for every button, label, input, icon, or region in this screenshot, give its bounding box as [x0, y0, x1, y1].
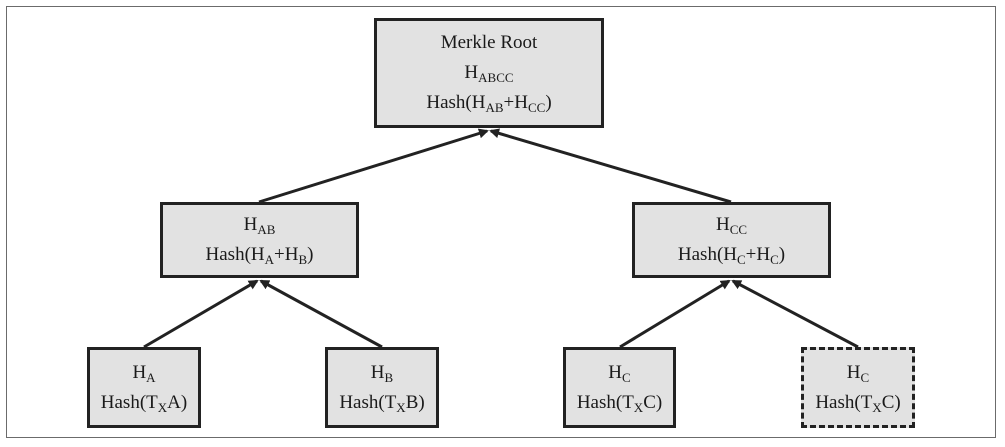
edge-hab-to-root — [258, 128, 489, 204]
edge-ha-to-hab — [143, 279, 259, 349]
hash-cc-node: HCC Hash(HC+HC) — [632, 202, 831, 278]
node-hash: HC — [846, 361, 870, 385]
node-formula: Hash(TXB) — [339, 391, 425, 415]
node-hash: HA — [132, 361, 156, 385]
edge-hb-to-hab — [259, 279, 383, 349]
node-hash: HABCC — [464, 62, 514, 85]
node-hash: HAB — [243, 214, 276, 237]
hash-c-leaf-node: HC Hash(TXC) — [563, 347, 676, 428]
node-hash: HC — [608, 361, 631, 385]
merkle-root-node: Merkle Root HABCC Hash(HAB+HCC) — [374, 18, 604, 128]
node-formula: Hash(HA+HB) — [205, 244, 314, 267]
edge-hc-to-hcc — [619, 279, 731, 349]
node-hash: HB — [370, 361, 394, 385]
hash-a-leaf-node: HA Hash(TXA) — [87, 347, 201, 428]
node-formula: Hash(HC+HC) — [677, 244, 786, 267]
hash-b-leaf-node: HB Hash(TXB) — [325, 347, 439, 428]
edge-hcc-to-root — [489, 128, 732, 204]
node-formula: Hash(TXC) — [815, 391, 901, 415]
node-title: Merkle Root — [440, 32, 538, 53]
node-formula: Hash(TXA) — [100, 391, 188, 415]
node-formula: Hash(TXC) — [576, 391, 663, 415]
hash-ab-node: HAB Hash(HA+HB) — [160, 202, 359, 278]
node-formula: Hash(HAB+HCC) — [426, 92, 552, 115]
edge-hc-dup-to-hcc — [731, 279, 859, 349]
hash-c-duplicate-leaf-node: HC Hash(TXC) — [801, 347, 915, 428]
node-hash: HCC — [715, 214, 748, 237]
figure-frame — [6, 6, 996, 438]
